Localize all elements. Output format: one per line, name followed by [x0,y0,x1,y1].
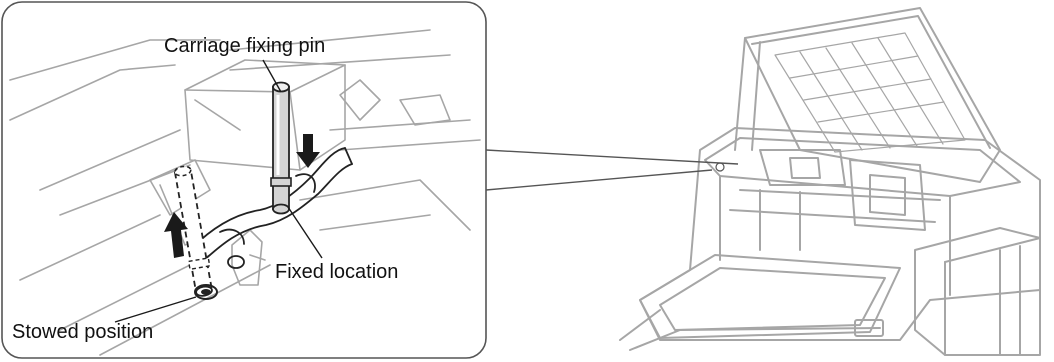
carriage-fixing-pin-label: Carriage fixing pin [164,36,325,56]
callout-target [716,163,724,171]
fixed-location-label: Fixed location [275,262,398,282]
stowed-position-label: Stowed position [12,322,153,342]
carriage-fixing-pin [271,83,291,214]
printer-illustration [620,8,1040,355]
